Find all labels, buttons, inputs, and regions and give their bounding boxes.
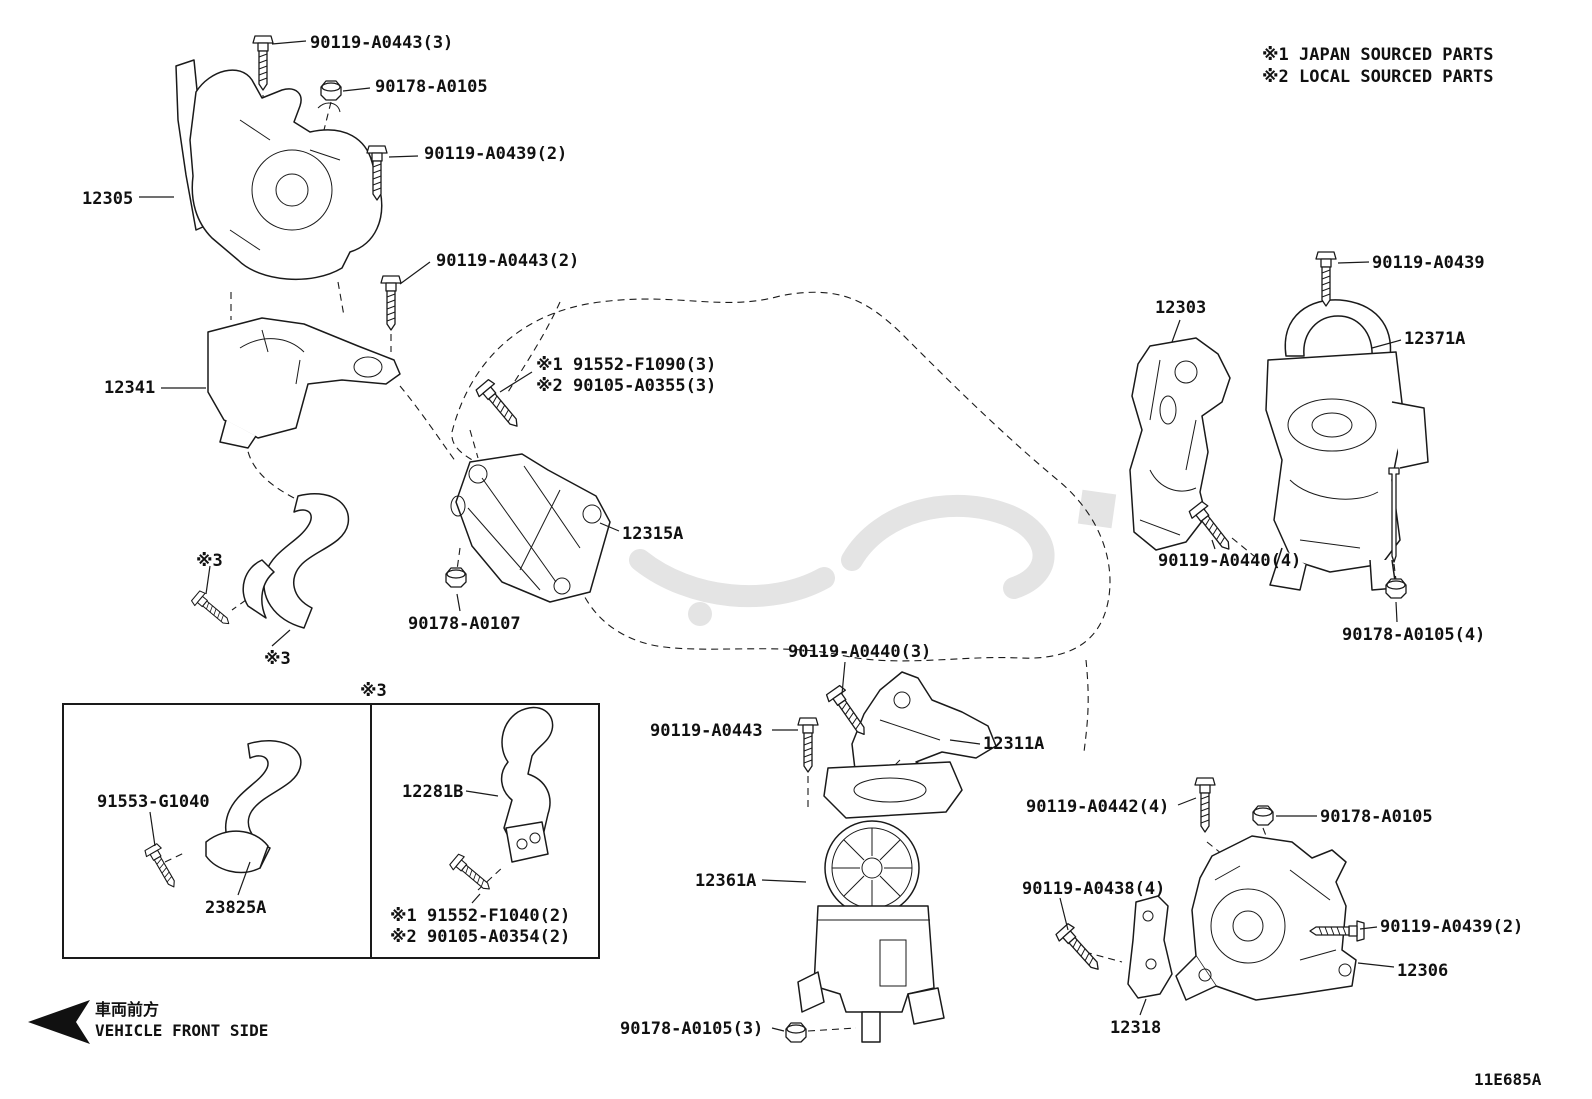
bolt-drawing — [1194, 777, 1216, 833]
bolt-drawing — [252, 35, 274, 91]
nut-drawing — [1252, 805, 1274, 826]
bolt-drawing — [1053, 921, 1107, 977]
legend-note-2: ※2 LOCAL SOURCED PARTS — [1262, 67, 1494, 87]
part-label-90119-A0439-right: 90119-A0439 — [1372, 253, 1485, 273]
part-12281b-drawing — [500, 706, 554, 863]
part-label-90119-A0443: 90119-A0443 — [650, 721, 763, 741]
front-side-label-en: VEHICLE FRONT SIDE — [95, 1021, 269, 1040]
part-label-12305: 12305 — [82, 189, 134, 209]
part-12361a-drawing — [797, 820, 945, 1043]
bolt-drawing — [797, 717, 819, 773]
leader-lines — [139, 40, 1402, 1032]
part-12306-drawing — [1175, 835, 1357, 1001]
part-label-12306: 12306 — [1397, 961, 1449, 981]
part-label-90178-A0105-3: 90178-A0105(3) — [620, 1019, 764, 1039]
bolt-drawing — [1315, 251, 1337, 307]
part-label-90119-A0440-3: 90119-A0440(3) — [788, 642, 932, 662]
part-label-12315A: 12315A — [622, 524, 684, 544]
drawing-code: 11E685A — [1474, 1070, 1542, 1089]
parts-box-divider — [370, 705, 372, 957]
part-label-90178-A0107: 90178-A0107 — [408, 614, 521, 634]
legend-note-1: ※1 JAPAN SOURCED PARTS — [1262, 45, 1494, 65]
nut-drawing — [1385, 578, 1407, 599]
nut-drawing — [785, 1022, 807, 1043]
part-label-12303: 12303 — [1155, 298, 1207, 318]
part-label-12311A: 12311A — [983, 734, 1045, 754]
part-label-90119-A0439-2-right: 90119-A0439(2) — [1380, 917, 1524, 937]
part-label-12281B: 12281B — [402, 782, 464, 802]
part-label-90178-A0105-right: 90178-A0105 — [1320, 807, 1433, 827]
part-12371a-drawing — [1265, 299, 1429, 591]
bolt-drawing — [380, 275, 402, 331]
part-label-12361A: 12361A — [695, 871, 757, 891]
part-label-12318: 12318 — [1110, 1018, 1162, 1038]
part-12341-drawing — [207, 317, 401, 449]
part-12318-drawing — [1127, 895, 1173, 999]
part-label-12341: 12341 — [104, 378, 156, 398]
nut-drawing — [445, 567, 467, 588]
part-23825a-drawing — [205, 739, 302, 874]
part-insulator-drawing — [242, 492, 350, 629]
part-label-90119-A0443-2: 90119-A0443(2) — [436, 251, 580, 271]
part-12305-drawing — [175, 59, 383, 281]
part-label-23825A: 23825A — [205, 898, 267, 918]
nut-drawing — [320, 80, 342, 101]
part-12311a-drawing — [823, 671, 997, 819]
part-12315a-drawing — [450, 453, 611, 603]
part-label-90119-A0439-2-top: 90119-A0439(2) — [424, 144, 568, 164]
part-label-91553-G1040: 91553-G1040 — [97, 792, 210, 812]
legend: ※1 JAPAN SOURCED PARTS ※2 LOCAL SOURCED … — [1262, 44, 1493, 88]
part-label-12371A: 12371A — [1404, 329, 1466, 349]
alternate-parts-box — [62, 703, 600, 959]
note-label-3-b: ※3 — [264, 649, 291, 669]
part-label-90105-A0354: ※2 90105-A0354(2) — [390, 927, 571, 947]
vehicle-front-arrow-icon — [28, 1000, 90, 1044]
bolt-drawing — [189, 589, 235, 631]
vehicle-front-side: 車両前方 VEHICLE FRONT SIDE — [95, 999, 268, 1041]
part-12303-drawing — [1129, 337, 1231, 551]
part-label-91552-F1090: ※1 91552-F1090(3) — [536, 355, 717, 375]
note-label-3-box: ※3 — [360, 681, 387, 701]
part-label-90105-A0355: ※2 90105-A0355(3) — [536, 376, 717, 396]
part-label-90119-A0442-4: 90119-A0442(4) — [1026, 797, 1170, 817]
watermark — [629, 489, 1117, 626]
part-label-90178-A0105-top: 90178-A0105 — [375, 77, 488, 97]
part-label-90119-A0443-3: 90119-A0443(3) — [310, 33, 454, 53]
part-label-91552-F1040: ※1 91552-F1040(2) — [390, 906, 571, 926]
note-label-3-a: ※3 — [196, 551, 223, 571]
part-label-90178-A0105-4: 90178-A0105(4) — [1342, 625, 1486, 645]
bolt-drawing — [473, 377, 526, 434]
front-side-label-jp: 車両前方 — [95, 1000, 160, 1019]
part-label-90119-A0438-4: 90119-A0438(4) — [1022, 879, 1166, 899]
part-label-90119-A0440-4: 90119-A0440(4) — [1158, 551, 1302, 571]
